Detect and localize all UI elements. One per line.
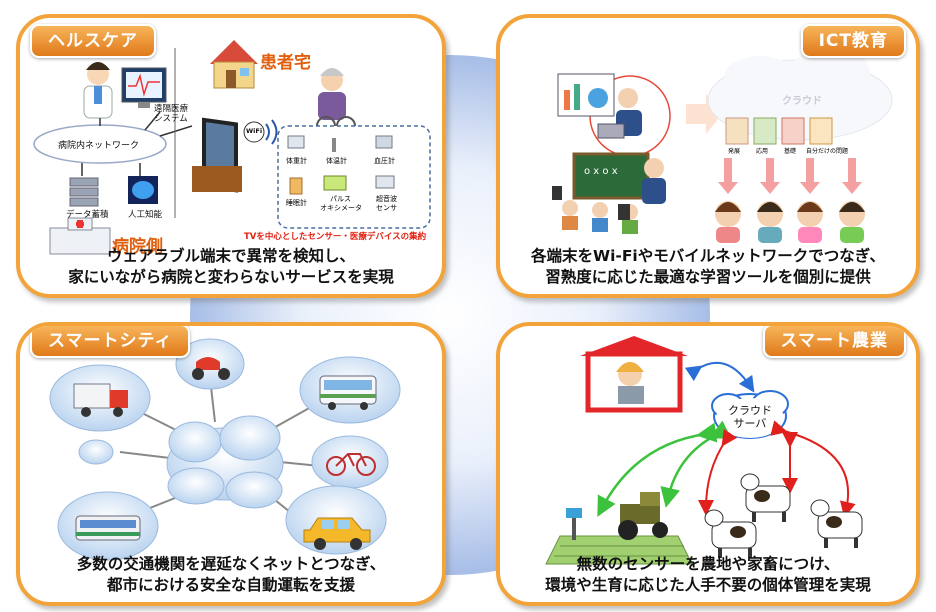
card-label: 発展: [728, 148, 741, 155]
blood-pressure-icon: [375, 135, 393, 149]
teacher-laptop-icon: [557, 73, 671, 157]
ai-label: 人工知能: [128, 210, 163, 220]
train-icon: [75, 515, 141, 541]
card-label: 応用: [756, 148, 769, 155]
server-icon: [69, 177, 99, 207]
learning-card-icon: [725, 117, 833, 145]
blackboard-icon: o x o x: [572, 152, 666, 204]
bubble: [78, 439, 114, 465]
car-icon: [303, 517, 371, 550]
device-label: オキシメータ: [320, 204, 362, 212]
ict-illustration: o x o x: [552, 48, 893, 243]
tractor-icon: [618, 492, 668, 540]
city-tag: スマートシティ: [30, 326, 191, 358]
city-illustration: [49, 338, 401, 561]
data-storage-label: データ蓄積: [66, 210, 109, 220]
cow-icon: [810, 499, 863, 548]
agri-caption: 無数のセンサーを農地や家畜につけ、 環境や生育に応じた人手不要の個体管理を実現: [545, 555, 871, 594]
blue-arrow: [684, 361, 755, 393]
red-arrow: [770, 420, 856, 518]
city-caption: 多数の交通機関を遅延なくネットとつなぎ、 都市における安全な自動運転を支援: [76, 555, 386, 594]
cow-icon: [704, 509, 757, 558]
device-label: 睡眠計: [286, 199, 307, 207]
healthcare-tag: ヘルスケア: [30, 24, 156, 58]
devices-title: TVを中心としたセンサー・医療デバイスの集約: [244, 232, 427, 242]
agri-tag: スマート農業: [762, 326, 906, 358]
down-arrow-icon: [718, 158, 862, 194]
child-icon: [715, 201, 865, 243]
healthcare-panel: ヘルスケア 患者宅 病院側 遠隔医療システム 病院内ネットワーク データ蓄積 人…: [16, 14, 446, 298]
tv-icon: [192, 117, 242, 193]
thermometer-icon: [332, 138, 336, 152]
ict-panel: o x o x ICT教育 クラウド 発展 応用 基礎 自分だけの問: [496, 14, 920, 298]
ict-cloud-label: クラウド: [782, 96, 822, 107]
elderly-patient-icon: [316, 68, 356, 136]
city-panel: スマートシティ 多数の交通機関を遅延なくネットとつなぎ、 都市における安全な自動…: [16, 322, 446, 606]
cow-icon: [740, 473, 791, 522]
agri-illustration: [545, 336, 863, 565]
student-icon: [552, 186, 638, 234]
home-label: 患者宅: [260, 53, 311, 73]
doctor-icon: [83, 62, 113, 119]
device-label: センサ: [376, 204, 397, 212]
ultrasound-icon: [375, 175, 395, 189]
bicycle-icon: [326, 453, 376, 476]
ict-tag: ICT教育: [800, 24, 906, 58]
network-label: 病院内ネットワーク: [58, 141, 140, 151]
device-label: 超音波: [376, 195, 397, 203]
healthcare-caption: ウェアラブル端末で異常を検知し、 家にいながら病院と変わらないサービスを実現: [68, 247, 394, 286]
scale-icon: [287, 135, 305, 149]
central-cloud-icon: [166, 415, 284, 509]
healthcare-illustration: [33, 40, 431, 255]
svg-text:o x o x: o x o x: [584, 166, 618, 177]
hospital-icon: [49, 217, 111, 255]
devices-box: [277, 125, 431, 229]
bus-icon: [319, 375, 377, 410]
scooter-icon: [192, 357, 230, 380]
farmhouse-icon: [580, 336, 688, 413]
ai-brain-icon: [128, 176, 158, 204]
cloud-server-label: クラウドサーバ: [728, 404, 772, 430]
card-label: 基礎: [784, 148, 797, 155]
card-label: 自分だけの問題: [806, 148, 849, 155]
device-label: 体温計: [326, 157, 347, 165]
agri-panel: スマート農業 クラウドサーバ 無数のセンサーを農地や家畜につけ、 環境や生育に応…: [496, 322, 920, 606]
house-icon: [210, 40, 258, 89]
device-label: 血圧計: [374, 157, 395, 165]
wifi-icon: [243, 119, 278, 145]
monitor-icon: [121, 67, 167, 108]
sleep-meter-icon: [289, 177, 303, 195]
field-icon: [545, 508, 693, 565]
device-label: パルス: [330, 195, 351, 203]
wifi-label: WiFi: [246, 127, 263, 135]
truck-icon: [73, 383, 128, 417]
ict-caption: 各端末をWi-Fiやモバイルネットワークでつなぎ、 習熟度に応じた最適な学習ツー…: [531, 247, 885, 286]
green-arrow: [660, 420, 732, 508]
hospital-label: 病院側: [112, 237, 163, 257]
oximeter-icon: [323, 175, 347, 191]
remote-system-label: 遠隔医療システム: [154, 104, 189, 124]
red-arrow: [698, 428, 738, 516]
cloud-fill: [716, 398, 784, 438]
bubble: [311, 435, 389, 489]
device-label: 体重計: [286, 157, 307, 165]
